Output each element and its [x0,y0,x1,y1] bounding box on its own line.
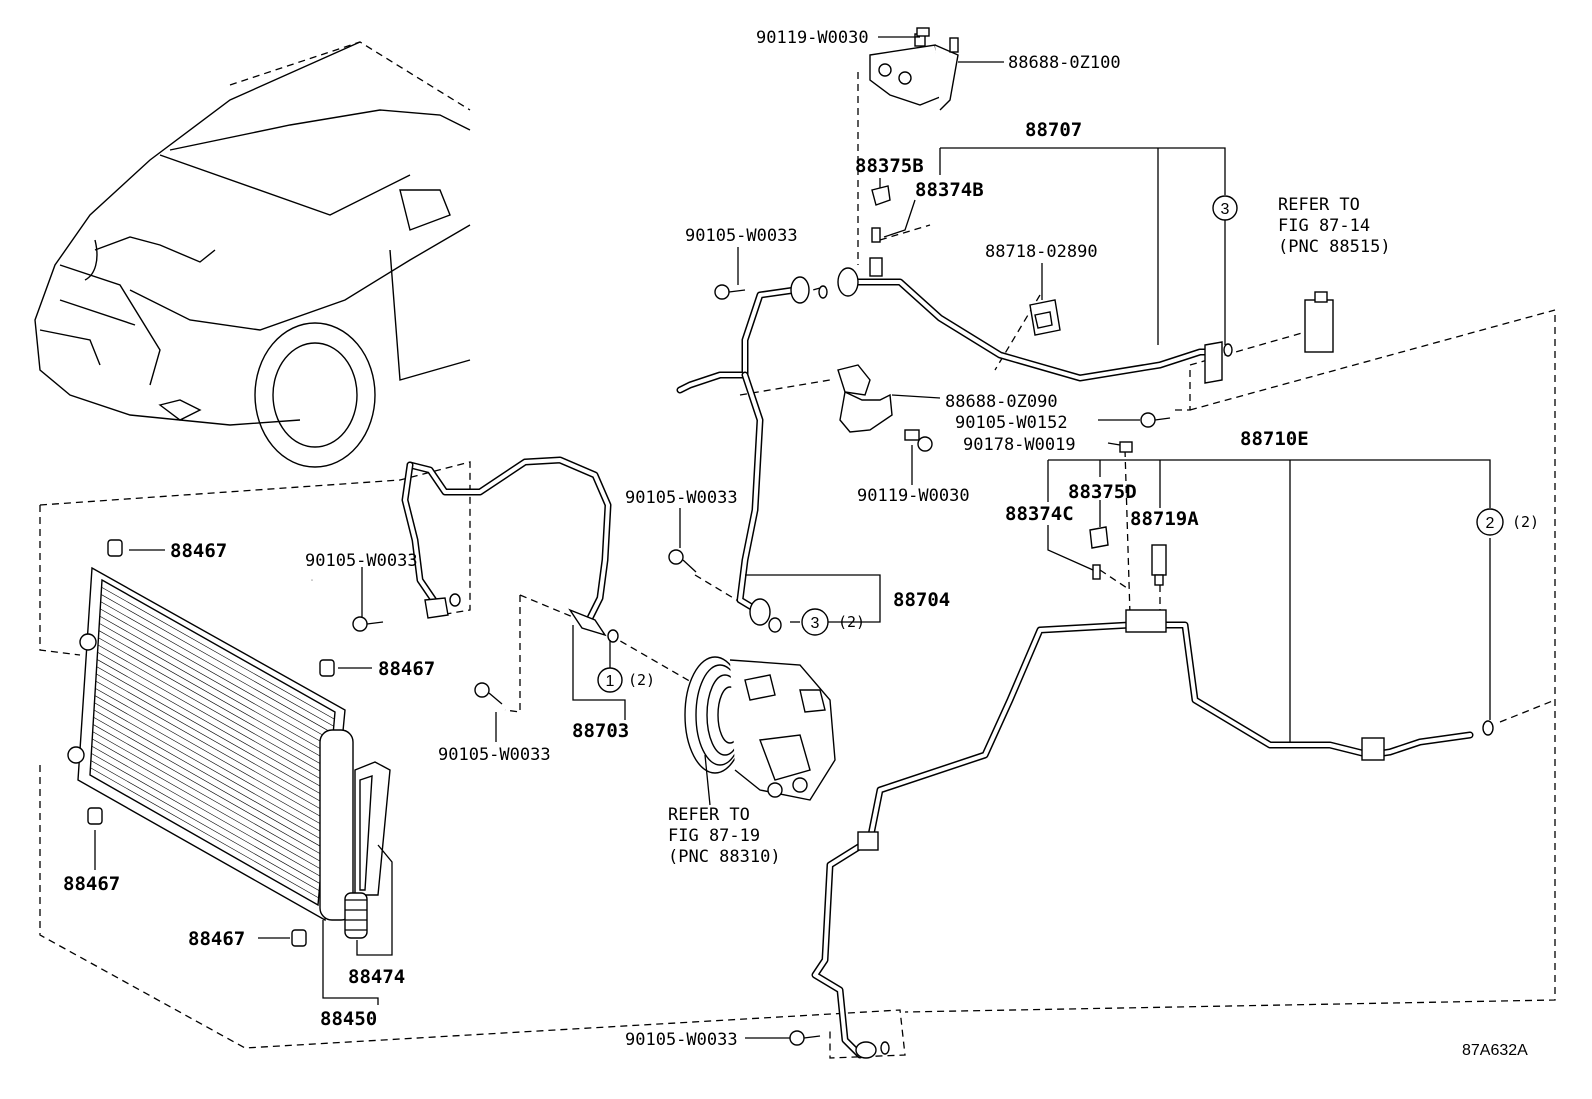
label-88467-c[interactable]: 88467 [63,873,120,895]
label-88374C[interactable]: 88374C [1005,503,1074,525]
leader-lines [94,36,1491,1039]
condenser-fin [92,724,323,856]
ref-87-14-line1: REFER TO [1278,195,1360,215]
part-number-labels: 90119-W0030 88688-0Z100 88707 88375B 883… [63,28,1309,1050]
label-88374B[interactable]: 88374B [915,179,984,201]
ref-87-14-line3: (PNC 88515) [1278,237,1391,257]
condenser-fin [92,731,322,863]
condenser-fin [99,623,332,756]
label-90178-W0019[interactable]: 90178-W0019 [963,435,1076,455]
label-88703[interactable]: 88703 [572,720,629,742]
condenser-fin [93,716,324,849]
label-88718-02890[interactable]: 88718-02890 [985,242,1098,262]
label-88710E[interactable]: 88710E [1240,428,1309,450]
condenser-fin [96,666,328,799]
callout-1-text: 1 [606,673,615,690]
condenser-fin [94,695,326,827]
condenser-fin [95,680,327,813]
ref-87-14-line2[interactable]: FIG 87-14 [1278,216,1370,236]
condenser-fin [100,608,333,741]
callout-3-lower [801,608,829,636]
label-88375B[interactable]: 88375B [855,155,924,177]
label-88704[interactable]: 88704 [893,589,950,611]
label-90105-W0033-mid[interactable]: 90105-W0033 [625,488,738,508]
label-88467-a[interactable]: 88467 [170,540,227,562]
label-88688-0Z090[interactable]: 88688-0Z090 [945,392,1058,412]
compressor [684,656,836,801]
condenser-fin [100,594,334,727]
label-90119-W0030-top[interactable]: 90119-W0030 [756,28,869,48]
reference-note-87-19: REFER TO FIG 87-19 (PNC 88310) [668,805,781,867]
label-90119-W0030-mid[interactable]: 90119-W0030 [857,486,970,506]
condenser-fin [98,630,331,763]
callout-3-upper [1212,195,1238,221]
condenser-fin [93,709,324,841]
condenser-fin [90,767,319,899]
callout-2 [1476,508,1504,536]
label-88719A[interactable]: 88719A [1130,508,1199,530]
condenser-88450 [67,566,391,939]
condenser-fin [97,651,329,784]
condenser-fin [100,601,334,734]
condenser-fin [92,738,322,870]
ref-87-19-line3: (PNC 88310) [668,847,781,867]
condenser-fin [96,659,329,791]
condenser-fin [91,745,321,877]
condenser-fin [95,688,326,820]
condenser-fin [99,615,332,749]
label-90105-W0033-upper[interactable]: 90105-W0033 [685,226,798,246]
refrigerant-pipes [401,278,1474,1059]
label-88707[interactable]: 88707 [1025,119,1082,141]
condenser-fin [90,760,320,891]
condenser-fin [101,586,335,720]
label-90105-W0152[interactable]: 90105-W0152 [955,413,1068,433]
ref-87-19-line1: REFER TO [668,805,750,825]
vehicle-outline [34,41,471,468]
callout-circles: 3 2 (2) 3 (2) 1 (2) [597,195,1539,693]
condenser-fin [98,637,331,770]
brackets-and-fittings [87,27,1494,1059]
label-88688-0Z100[interactable]: 88688-0Z100 [1008,53,1121,73]
callout-3-lower-text: 3 [811,615,820,632]
label-88375D[interactable]: 88375D [1068,481,1137,503]
callout-3-upper-text: 3 [1221,201,1230,218]
callout-2-qty: (2) [1512,513,1539,531]
callout-1 [597,667,623,693]
figure-code: 87A632A [1462,1042,1528,1059]
condenser-fin [89,774,319,906]
condenser-fins [89,579,336,906]
ref-87-19-line2[interactable]: FIG 87-19 [668,826,760,846]
condenser-fin [96,673,327,806]
label-90105-W0033-left[interactable]: 90105-W0033 [305,551,418,571]
label-90105-W0033-bottom[interactable]: 90105-W0033 [625,1030,738,1050]
callout-2-text: 2 [1486,515,1495,532]
label-90105-W0033-lower[interactable]: 90105-W0033 [438,745,551,765]
reference-note-87-14: REFER TO FIG 87-14 (PNC 88515) [1278,195,1391,257]
callout-3-qty: (2) [838,613,865,631]
callout-1-qty: (2) [628,671,655,689]
condenser-fin [91,753,321,884]
label-88467-b[interactable]: 88467 [378,658,435,680]
label-88450[interactable]: 88450 [320,1008,377,1030]
condenser-fin [97,644,330,777]
condenser-fin [94,702,325,834]
label-88474[interactable]: 88474 [348,966,405,988]
label-88467-d[interactable]: 88467 [188,928,245,950]
condenser-fin [101,579,336,713]
